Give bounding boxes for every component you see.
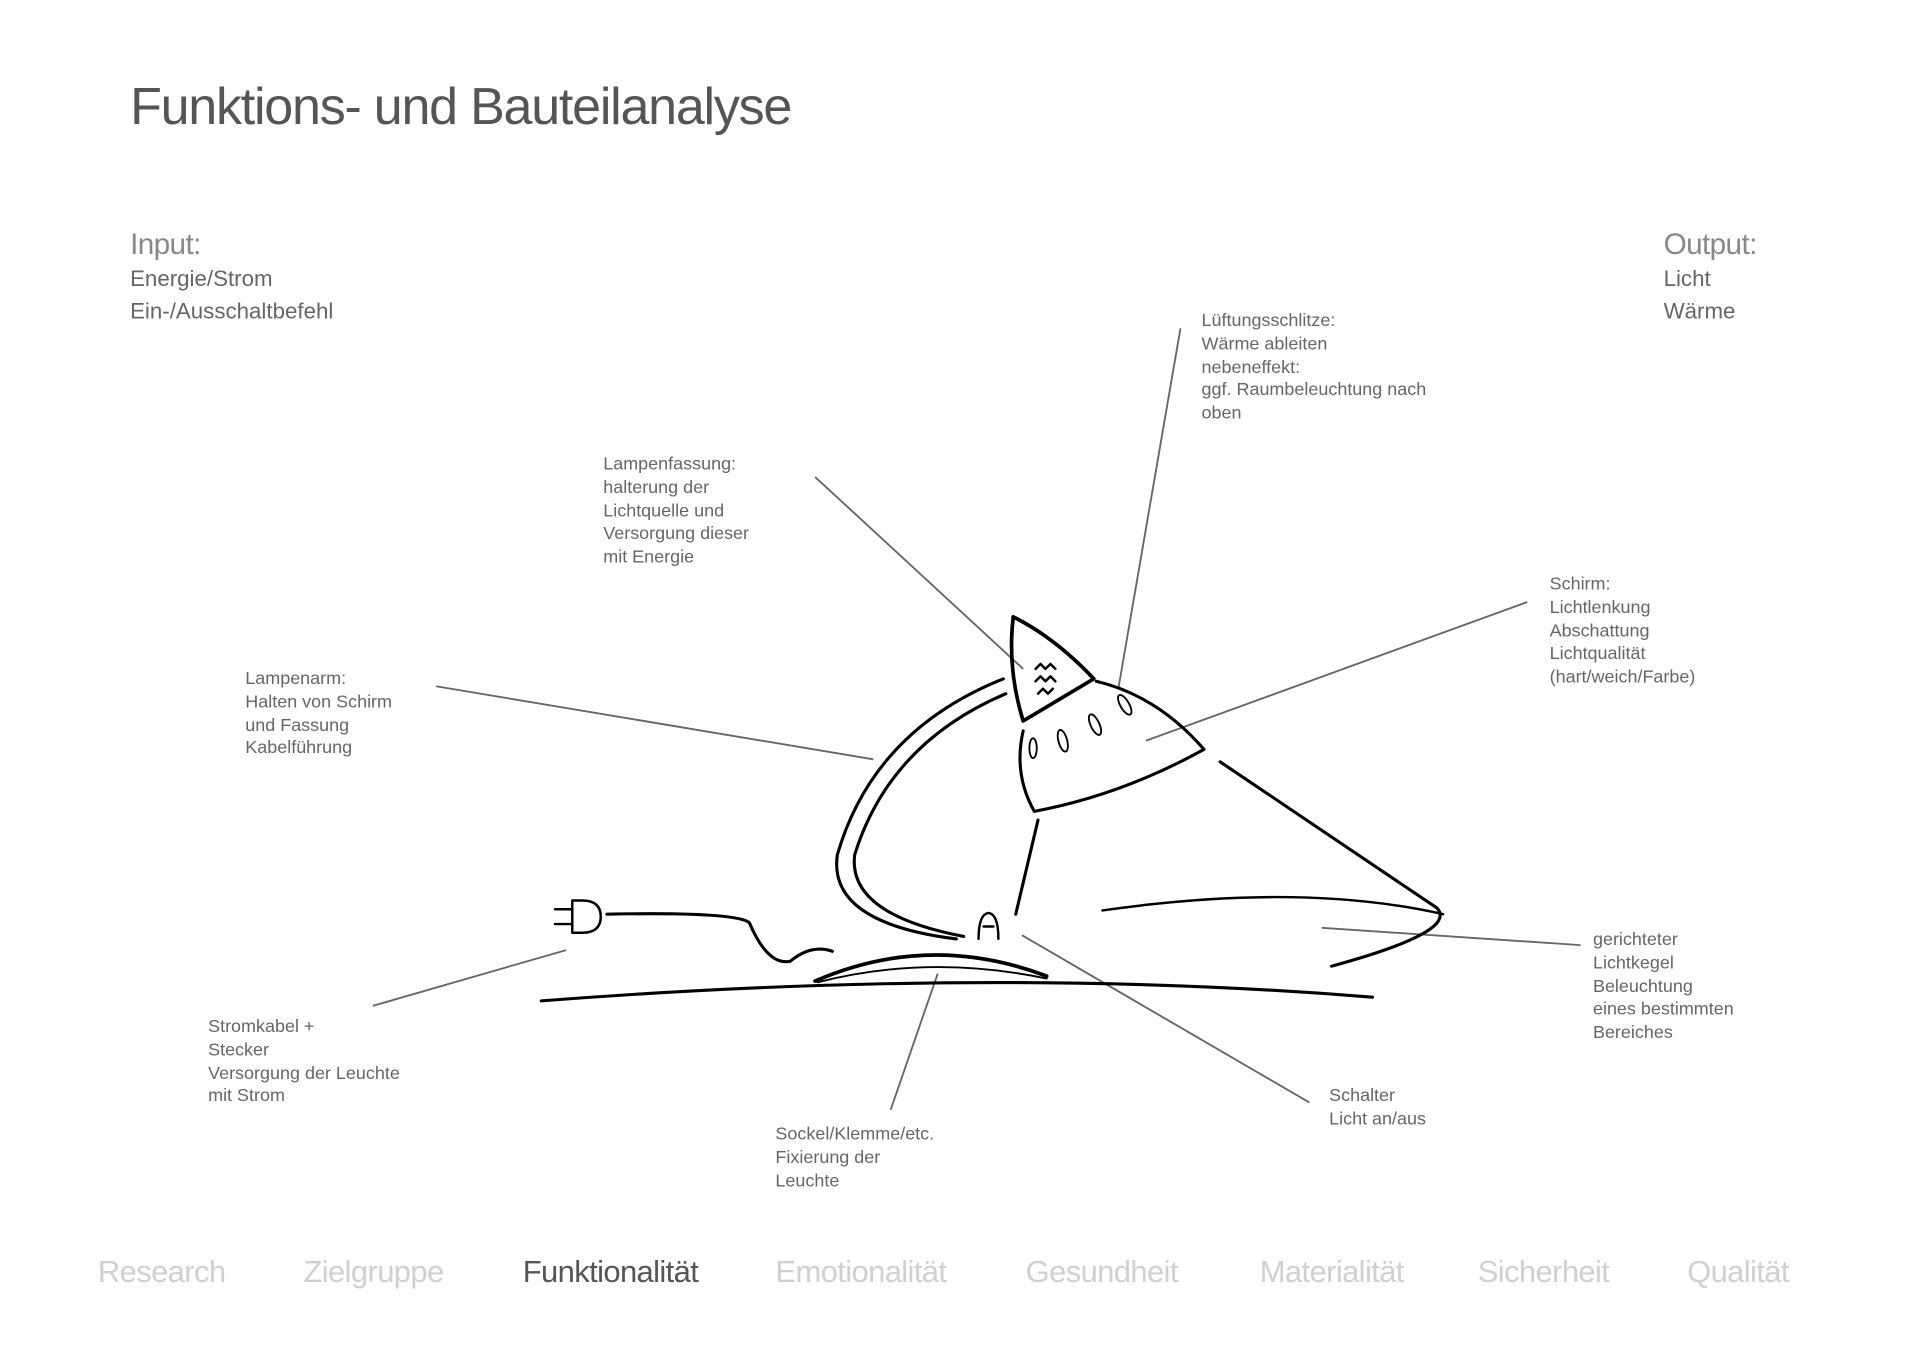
nav-item-qualitaet[interactable]: Qualität [1687, 1254, 1789, 1290]
leader-line-kegel [1321, 926, 1581, 947]
annotation-line: eines bestimmten [1592, 1000, 1734, 1020]
lamp-base-lower [816, 966, 1048, 984]
light-cone-upper [1101, 895, 1445, 916]
annotation-line: Lüftungsschlitze: [1201, 310, 1336, 331]
output-block: Output: Licht Wärme [1663, 227, 1758, 327]
annotation-lueftungsschlitze: Lüftungsschlitze: Wärme ableiten nebenef… [1202, 310, 1427, 426]
annotation-lampenarm: Lampenarm: Halten von Schirm und Fassung… [245, 668, 392, 761]
annotation-line: Beleuchtung [1592, 976, 1693, 997]
output-item: Licht [1663, 266, 1711, 292]
nav-item-emotionalitaet[interactable]: Emotionalität [775, 1254, 947, 1290]
annotation-line: mit Energie [603, 547, 695, 568]
annotation-line: Kabelführung [245, 738, 353, 759]
annotation-line: Versorgung der Leuchte [208, 1063, 400, 1084]
lamp-arm [835, 677, 1005, 941]
section-nav: Research Zielgruppe Funktionalität Emoti… [0, 1255, 1920, 1305]
annotation-schirm: Schirm: Lichtlenkung Abschattung Lichtqu… [1550, 574, 1696, 690]
input-item: Ein-/Ausschaltbefehl [130, 298, 334, 324]
annotation-line: Lichtlenkung [1549, 598, 1651, 618]
leader-line-schirm [1145, 601, 1528, 742]
lamp-arm-inner [852, 692, 1008, 939]
bulb-icon [1034, 662, 1057, 695]
lamp-shade [1018, 679, 1206, 813]
annotation-line: ggf. Raumbeleuchtung nach [1201, 380, 1427, 401]
annotation-line: Lichtquelle und [603, 501, 725, 521]
lamp-socket [1009, 615, 1096, 723]
annotation-line: Leuchte [775, 1171, 840, 1192]
annotation-line: Sockel/Klemme/etc. [775, 1124, 935, 1145]
page-title: Funktions- und Bauteilanalyse [130, 76, 792, 136]
nav-item-zielgruppe[interactable]: Zielgruppe [303, 1254, 444, 1290]
annotation-lampenfassung: Lampenfassung: halterung der Lichtquelle… [603, 453, 749, 569]
annotation-lichtkegel: gerichteter Lichtkegel Beleuchtung eines… [1593, 929, 1734, 1045]
annotation-line: Wärme ableiten [1201, 334, 1328, 355]
leader-line-schalter [1021, 934, 1310, 1104]
output-heading: Output: [1663, 227, 1758, 262]
annotation-line: Lichtqualität [1549, 644, 1646, 665]
annotation-line: Lichtkegel [1592, 953, 1674, 974]
annotation-line: Bereiches [1592, 1023, 1673, 1044]
annotation-line: Stecker [208, 1040, 270, 1061]
annotation-sockel: Sockel/Klemme/etc. Fixierung der Leuchte [775, 1124, 934, 1194]
annotation-line: halterung der [603, 477, 710, 498]
input-block: Input: Energie/Strom Ein-/Ausschaltbefeh… [130, 228, 333, 327]
light-cone [1218, 760, 1442, 968]
annotation-line: gerichteter [1592, 930, 1678, 951]
annotation-line: Licht an/aus [1329, 1109, 1426, 1130]
annotation-line: Abschattung [1549, 621, 1650, 642]
annotation-line: (hart/weich/Farbe) [1549, 667, 1696, 688]
input-heading: Input: [130, 227, 201, 262]
leader-line-sockel [889, 973, 939, 1111]
ground-line [539, 981, 1375, 1003]
switch-icon [977, 911, 1000, 941]
annotation-stromkabel: Stromkabel + Stecker Versorgung der Leuc… [208, 1016, 400, 1109]
annotation-schalter: Schalter Licht an/aus [1329, 1085, 1426, 1132]
annotation-line: nebeneffekt: [1201, 357, 1301, 378]
annotation-line: Stromkabel + [208, 1016, 315, 1037]
nav-item-funktionalitaet[interactable]: Funktionalität [522, 1254, 699, 1290]
lamp-stand [1014, 818, 1040, 916]
power-cable [605, 912, 834, 964]
annotation-line: Fixierung der [775, 1148, 881, 1168]
annotation-line: Lampenarm: [245, 668, 347, 689]
plug-icon [553, 899, 603, 934]
nav-item-research[interactable]: Research [97, 1254, 226, 1290]
leader-line-fassung [814, 476, 1024, 670]
output-item: Wärme [1663, 298, 1736, 324]
leader-line-arm [435, 685, 874, 761]
annotation-line: mit Strom [208, 1086, 285, 1107]
annotation-line: Versorgung dieser [603, 524, 750, 545]
annotation-line: und Fassung [245, 715, 350, 736]
annotation-line: Lampenfassung: [603, 454, 737, 475]
nav-item-sicherheit[interactable]: Sicherheit [1477, 1254, 1610, 1290]
input-item: Energie/Strom [130, 266, 273, 292]
leader-line-lueftung [1117, 328, 1182, 688]
annotation-line: Schirm: [1549, 574, 1611, 595]
vent-slots [1028, 693, 1133, 760]
lamp-base [813, 953, 1049, 983]
nav-item-materialitaet[interactable]: Materialität [1259, 1254, 1405, 1290]
annotation-line: oben [1201, 404, 1242, 424]
annotation-line: Halten von Schirm [245, 692, 393, 713]
nav-item-gesundheit[interactable]: Gesundheit [1025, 1254, 1179, 1290]
leader-line-kabel [372, 949, 567, 1007]
annotation-line: Schalter [1329, 1086, 1396, 1107]
